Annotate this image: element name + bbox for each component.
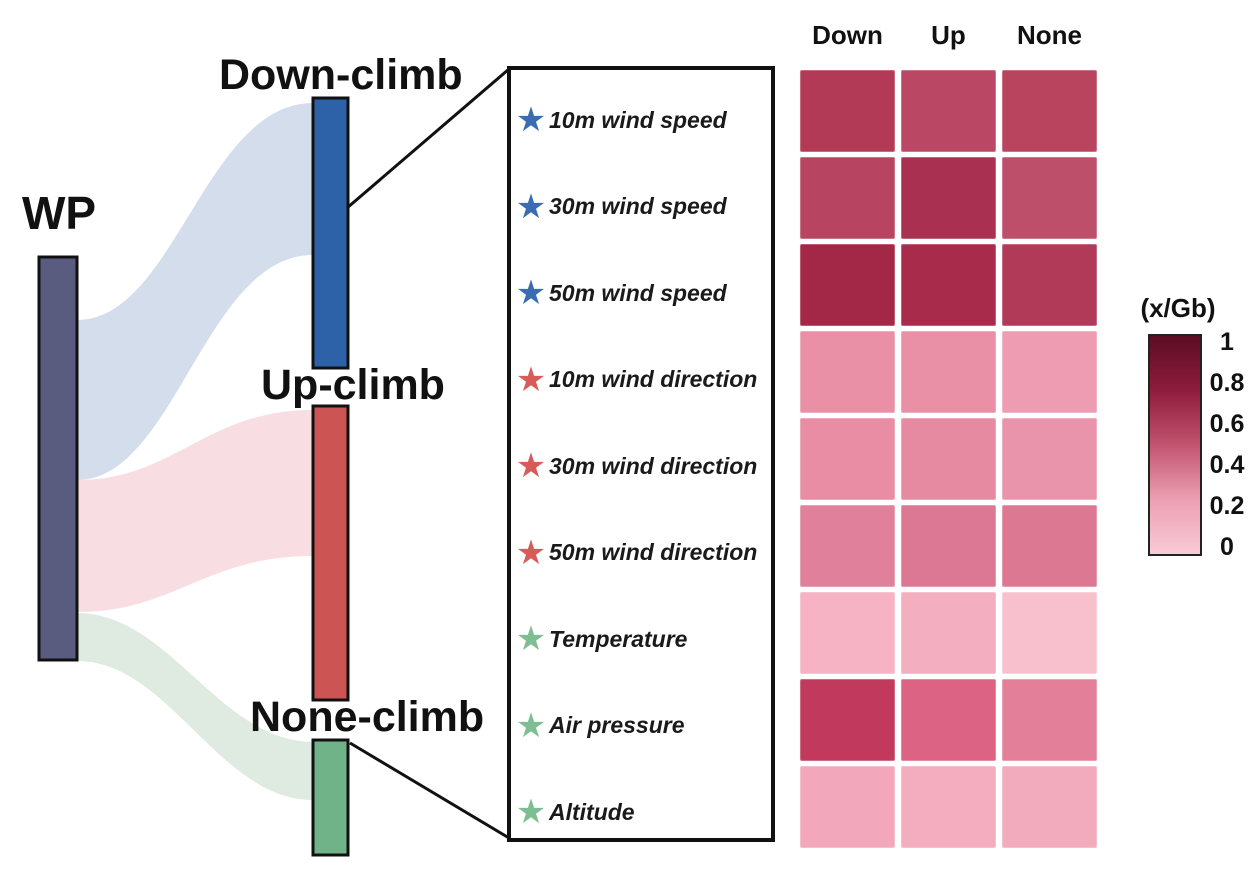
heatmap-column-header-up: Up	[931, 20, 966, 50]
sankey-label-none-climb: None-climb	[250, 693, 485, 741]
heatmap-cell-temperature-none	[1002, 592, 1097, 674]
heatmap-column-headers: Down Up None	[800, 20, 1097, 51]
callout-line-noneclimb-to-box	[349, 741, 510, 840]
sankey-label-wp: WP	[22, 187, 97, 239]
heatmap-cell-altitude-up	[901, 766, 996, 848]
colorbar-tick: 0.2	[1209, 492, 1245, 520]
feature-label: 30m wind speed	[549, 193, 727, 219]
heatmap-cell-10m-wind-speed-up	[901, 70, 996, 152]
colorbar-tick: 0	[1220, 533, 1234, 561]
heatmap-column-header-down: Down	[812, 20, 883, 50]
star-icon-blue: ★	[515, 187, 547, 226]
callout-line-downclimb-to-box	[346, 67, 510, 210]
colorbar-tick: 0.4	[1209, 451, 1245, 479]
heatmap-cell-50m-wind-speed-down	[800, 244, 895, 326]
feature-label: Temperature	[549, 625, 688, 652]
sankey-node-down-climb	[311, 96, 350, 370]
flow-wp-to-noneclimb	[77, 613, 313, 800]
heatmap-cell-30m-wind-direction-up	[901, 418, 996, 500]
heatmap-cell-10m-wind-speed-down	[800, 70, 895, 152]
legend-item: ★Altitude	[514, 792, 635, 832]
heatmap-cell-30m-wind-speed-none	[1002, 157, 1097, 239]
heatmap-cell-50m-wind-speed-none	[1002, 244, 1097, 326]
heatmap-cell-50m-wind-speed-up	[901, 244, 996, 326]
sankey-node-up-climb	[311, 404, 350, 702]
heatmap-cell-10m-wind-direction-up	[901, 331, 996, 413]
legend-item: ★Temperature	[514, 619, 688, 659]
sankey-label-down-climb: Down-climb	[219, 51, 463, 99]
heatmap-cell-altitude-down	[800, 766, 895, 848]
heatmap-cell-50m-wind-direction-down	[800, 505, 895, 587]
heatmap-cell-30m-wind-direction-none	[1002, 418, 1097, 500]
star-icon-red: ★	[515, 360, 547, 399]
heatmap-cell-air-pressure-up	[901, 679, 996, 761]
star-icon-red: ★	[515, 533, 547, 572]
colorbar-tick: 1	[1220, 328, 1234, 356]
colorbar-tick: 0.8	[1209, 369, 1245, 397]
legend-item: ★10m wind direction	[514, 360, 758, 400]
flow-wp-to-upclimb	[77, 410, 313, 612]
heatmap-cell-50m-wind-direction-up	[901, 505, 996, 587]
star-icon-blue: ★	[515, 101, 547, 139]
star-icon-green: ★	[515, 793, 547, 831]
legend-item: ★50m wind speed	[514, 273, 727, 313]
flow-wp-to-downclimb	[77, 103, 313, 480]
star-icon-red: ★	[515, 447, 547, 485]
legend-item: ★10m wind speed	[514, 100, 727, 140]
colorbar-title: (x/Gb)	[1140, 293, 1216, 323]
legend-item: ★50m wind direction	[514, 533, 758, 573]
heatmap-column-header-none: None	[1017, 20, 1082, 50]
heatmap-cell-50m-wind-direction-none	[1002, 505, 1097, 587]
heatmap-cell-air-pressure-down	[800, 679, 895, 761]
star-icon-blue: ★	[515, 274, 547, 312]
heatmap-cell-10m-wind-direction-down	[800, 331, 895, 413]
heatmap-cell-air-pressure-none	[1002, 679, 1097, 761]
feature-label: 30m wind direction	[549, 452, 758, 479]
feature-label: 10m wind direction	[549, 366, 758, 392]
feature-label: 50m wind speed	[549, 279, 727, 306]
feature-legend-box: ★10m wind speed★30m wind speed★50m wind …	[507, 66, 775, 842]
heatmap-cell-30m-wind-speed-up	[901, 157, 996, 239]
heatmap-cell-30m-wind-direction-down	[800, 418, 895, 500]
heatmap-cell-10m-wind-speed-none	[1002, 70, 1097, 152]
sankey-node-wp	[37, 255, 79, 662]
colorbar-tick: 0.6	[1209, 410, 1245, 438]
feature-label: Altitude	[549, 798, 635, 825]
heatmap-cell-altitude-none	[1002, 766, 1097, 848]
feature-label: Air pressure	[549, 712, 685, 738]
heatmap-cell-30m-wind-speed-down	[800, 157, 895, 239]
legend-item: ★Air pressure	[514, 706, 685, 746]
feature-label: 10m wind speed	[549, 106, 727, 133]
heatmap-grid	[800, 70, 1097, 848]
colorbar-gradient	[1148, 334, 1202, 556]
heatmap-cell-10m-wind-direction-none	[1002, 331, 1097, 413]
heatmap-cell-temperature-down	[800, 592, 895, 674]
legend-item: ★30m wind direction	[514, 446, 758, 486]
sankey-node-none-climb	[311, 738, 350, 857]
sankey-label-up-climb: Up-climb	[261, 361, 445, 409]
star-icon-green: ★	[515, 706, 547, 745]
star-icon-green: ★	[515, 620, 547, 658]
heatmap-cell-temperature-up	[901, 592, 996, 674]
feature-label: 50m wind direction	[549, 539, 758, 565]
legend-item: ★30m wind speed	[514, 187, 727, 227]
